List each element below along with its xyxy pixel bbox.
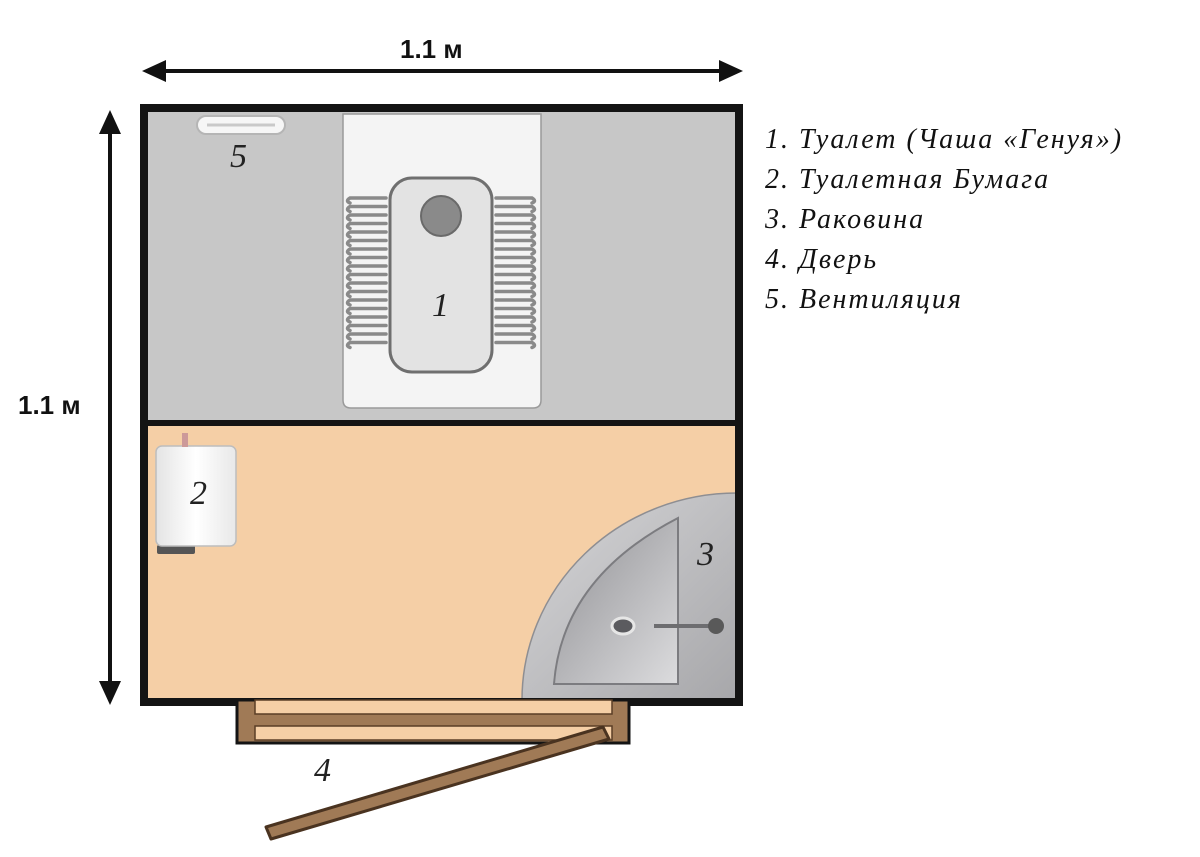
- footrest-ridge: [494, 315, 537, 324]
- vent-icon: [196, 115, 286, 135]
- marker-toilet: 1: [432, 287, 449, 324]
- marker-sink: 3: [697, 536, 714, 573]
- footrest-ridge: [494, 247, 537, 256]
- footrest-ridge: [345, 213, 388, 222]
- footrest-ridge: [494, 213, 537, 222]
- legend-item-toilet-paper: 2. Туалетная Бумага: [765, 164, 1051, 195]
- width-label: 1.1 м: [400, 34, 463, 64]
- footrest-ridge: [494, 289, 537, 299]
- legend-item-toilet: 1. Туалет (Чаша «Генуя»): [765, 124, 1124, 155]
- footrest-ridge: [494, 238, 537, 248]
- footrest-ridge: [345, 272, 388, 282]
- footrest-ridge: [345, 332, 388, 341]
- height-label: 1.1 м: [18, 390, 81, 420]
- legend: 1. Туалет (Чаша «Генуя») 2. Туалетная Бу…: [765, 120, 1123, 320]
- footrest-ridge: [494, 264, 537, 273]
- footrest-ridge: [345, 230, 388, 239]
- footrest-ridge: [345, 196, 388, 205]
- legend-item-sink: 3. Раковина: [765, 204, 926, 235]
- footrest-ridge: [345, 238, 388, 248]
- footrest-ridge: [345, 298, 388, 307]
- footrest-ridge: [345, 264, 388, 273]
- marker-door: 4: [314, 752, 331, 789]
- marker-toilet-paper: 2: [190, 475, 207, 512]
- footrest-ridge: [494, 230, 537, 239]
- footrest-ridge: [494, 272, 537, 282]
- footrest-ridge: [345, 306, 388, 316]
- footrest-ridge: [494, 204, 537, 214]
- footrest-ridge: [345, 340, 388, 350]
- footrest-ridge: [494, 221, 537, 231]
- door-icon: [235, 698, 631, 841]
- squat-toilet-icon: [342, 113, 542, 409]
- footrest-ridge: [345, 289, 388, 299]
- footrest-ridge: [494, 196, 537, 205]
- footrest-ridge: [494, 306, 537, 316]
- footrest-ridge: [345, 315, 388, 324]
- footrest-ridge: [494, 340, 537, 350]
- legend-item-ventilation: 5. Вентиляция: [765, 284, 963, 315]
- footrest-ridge: [494, 298, 537, 307]
- footrest-ridge: [345, 255, 388, 265]
- footrest-ridge: [494, 255, 537, 265]
- footrest-ridge: [494, 281, 537, 290]
- footrest-ridge: [345, 281, 388, 290]
- footrest-ridge: [345, 323, 388, 333]
- corner-sink-icon: [521, 492, 738, 701]
- toilet-paper-roll-icon: [155, 433, 237, 554]
- footrest-ridge: [345, 247, 388, 256]
- height-dimension-arrow: [99, 110, 121, 705]
- footrest-ridge: [345, 204, 388, 214]
- footrest-ridge: [494, 332, 537, 341]
- marker-ventilation: 5: [230, 138, 247, 175]
- width-dimension-arrow: [142, 60, 743, 82]
- footrest-ridge: [345, 221, 388, 231]
- legend-item-door: 4. Дверь: [765, 244, 879, 275]
- footrest-ridge: [494, 323, 537, 333]
